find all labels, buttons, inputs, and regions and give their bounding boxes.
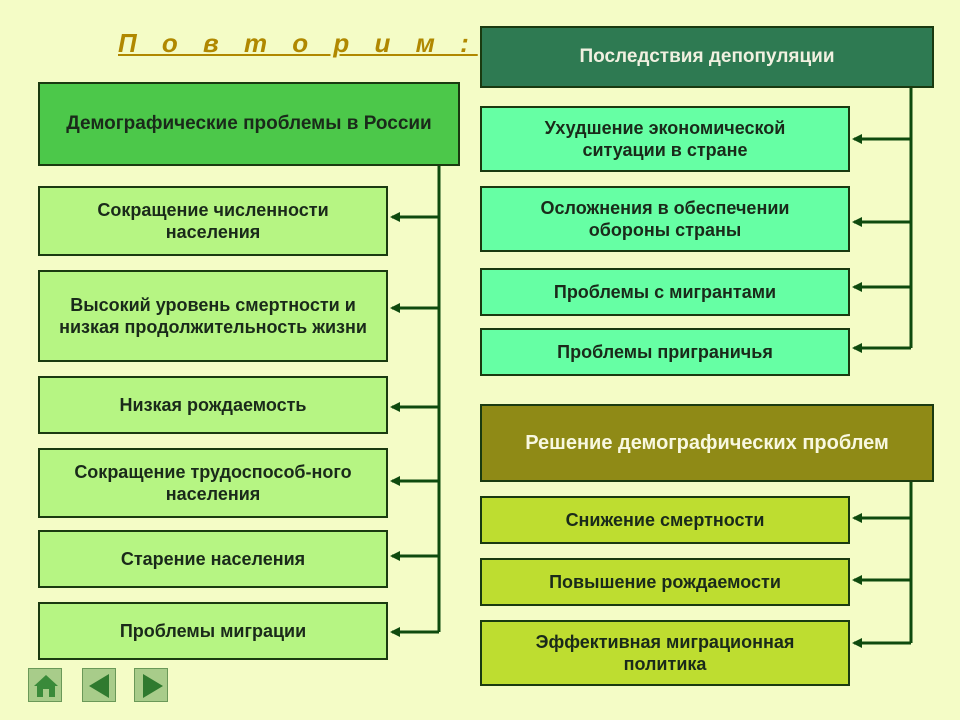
consequence-item-text: Ухудшение экономической ситуации в стран… — [544, 117, 786, 161]
arrow-right-icon — [143, 674, 163, 698]
problem-item-text: Высокий уровень смертности и низкая прод… — [59, 294, 367, 338]
solution-item-text: Повышение рождаемости — [549, 571, 781, 592]
consequence-item: Проблемы с мигрантами — [480, 268, 850, 316]
solution-item: Снижение смертности — [480, 496, 850, 544]
page-title: П о в т о р и м : — [118, 28, 478, 58]
solution-item: Эффективная миграционная политика — [480, 620, 850, 686]
solution-item-text: Снижение смертности — [565, 509, 765, 530]
problem-item-text: Сокращение трудоспособ-ного населения — [74, 461, 352, 505]
problem-item: Сокращение численности населения — [38, 186, 388, 256]
consequence-item-text: Проблемы с мигрантами — [553, 281, 777, 302]
problem-item-text: Старение населения — [120, 548, 306, 569]
consequence-item: Осложнения в обеспечении обороны страны — [480, 186, 850, 252]
consequence-item-text: Проблемы приграничья — [557, 341, 773, 362]
forward-button[interactable] — [134, 668, 168, 702]
arrow-left-icon — [89, 674, 109, 698]
solution-item: Повышение рождаемости — [480, 558, 850, 606]
consequence-item: Проблемы приграничья — [480, 328, 850, 376]
consequence-item-text: Осложнения в обеспечении обороны страны — [540, 197, 790, 241]
problem-item-text: Сокращение численности населения — [97, 199, 329, 243]
solutions-header-text: Решение демографических проблем — [525, 431, 889, 454]
consequences-header: Последствия депопуляции — [480, 26, 934, 88]
home-button[interactable] — [28, 668, 62, 702]
problem-item: Высокий уровень смертности и низкая прод… — [38, 270, 388, 362]
consequences-header-text: Последствия депопуляции — [579, 46, 835, 68]
problems-header: Демографические проблемы в России — [38, 82, 460, 166]
home-icon — [34, 675, 58, 697]
problem-item: Низкая рождаемость — [38, 376, 388, 434]
consequence-item: Ухудшение экономической ситуации в стран… — [480, 106, 850, 172]
back-button[interactable] — [82, 668, 116, 702]
solutions-header: Решение демографических проблем — [480, 404, 934, 482]
problems-header-text: Демографические проблемы в России — [66, 113, 432, 135]
solution-item-text: Эффективная миграционная политика — [535, 631, 795, 675]
problem-item: Проблемы миграции — [38, 602, 388, 660]
problem-item-text: Проблемы миграции — [119, 620, 307, 641]
problem-item: Старение населения — [38, 530, 388, 588]
problem-item: Сокращение трудоспособ-ного населения — [38, 448, 388, 518]
problem-item-text: Низкая рождаемость — [119, 394, 307, 415]
